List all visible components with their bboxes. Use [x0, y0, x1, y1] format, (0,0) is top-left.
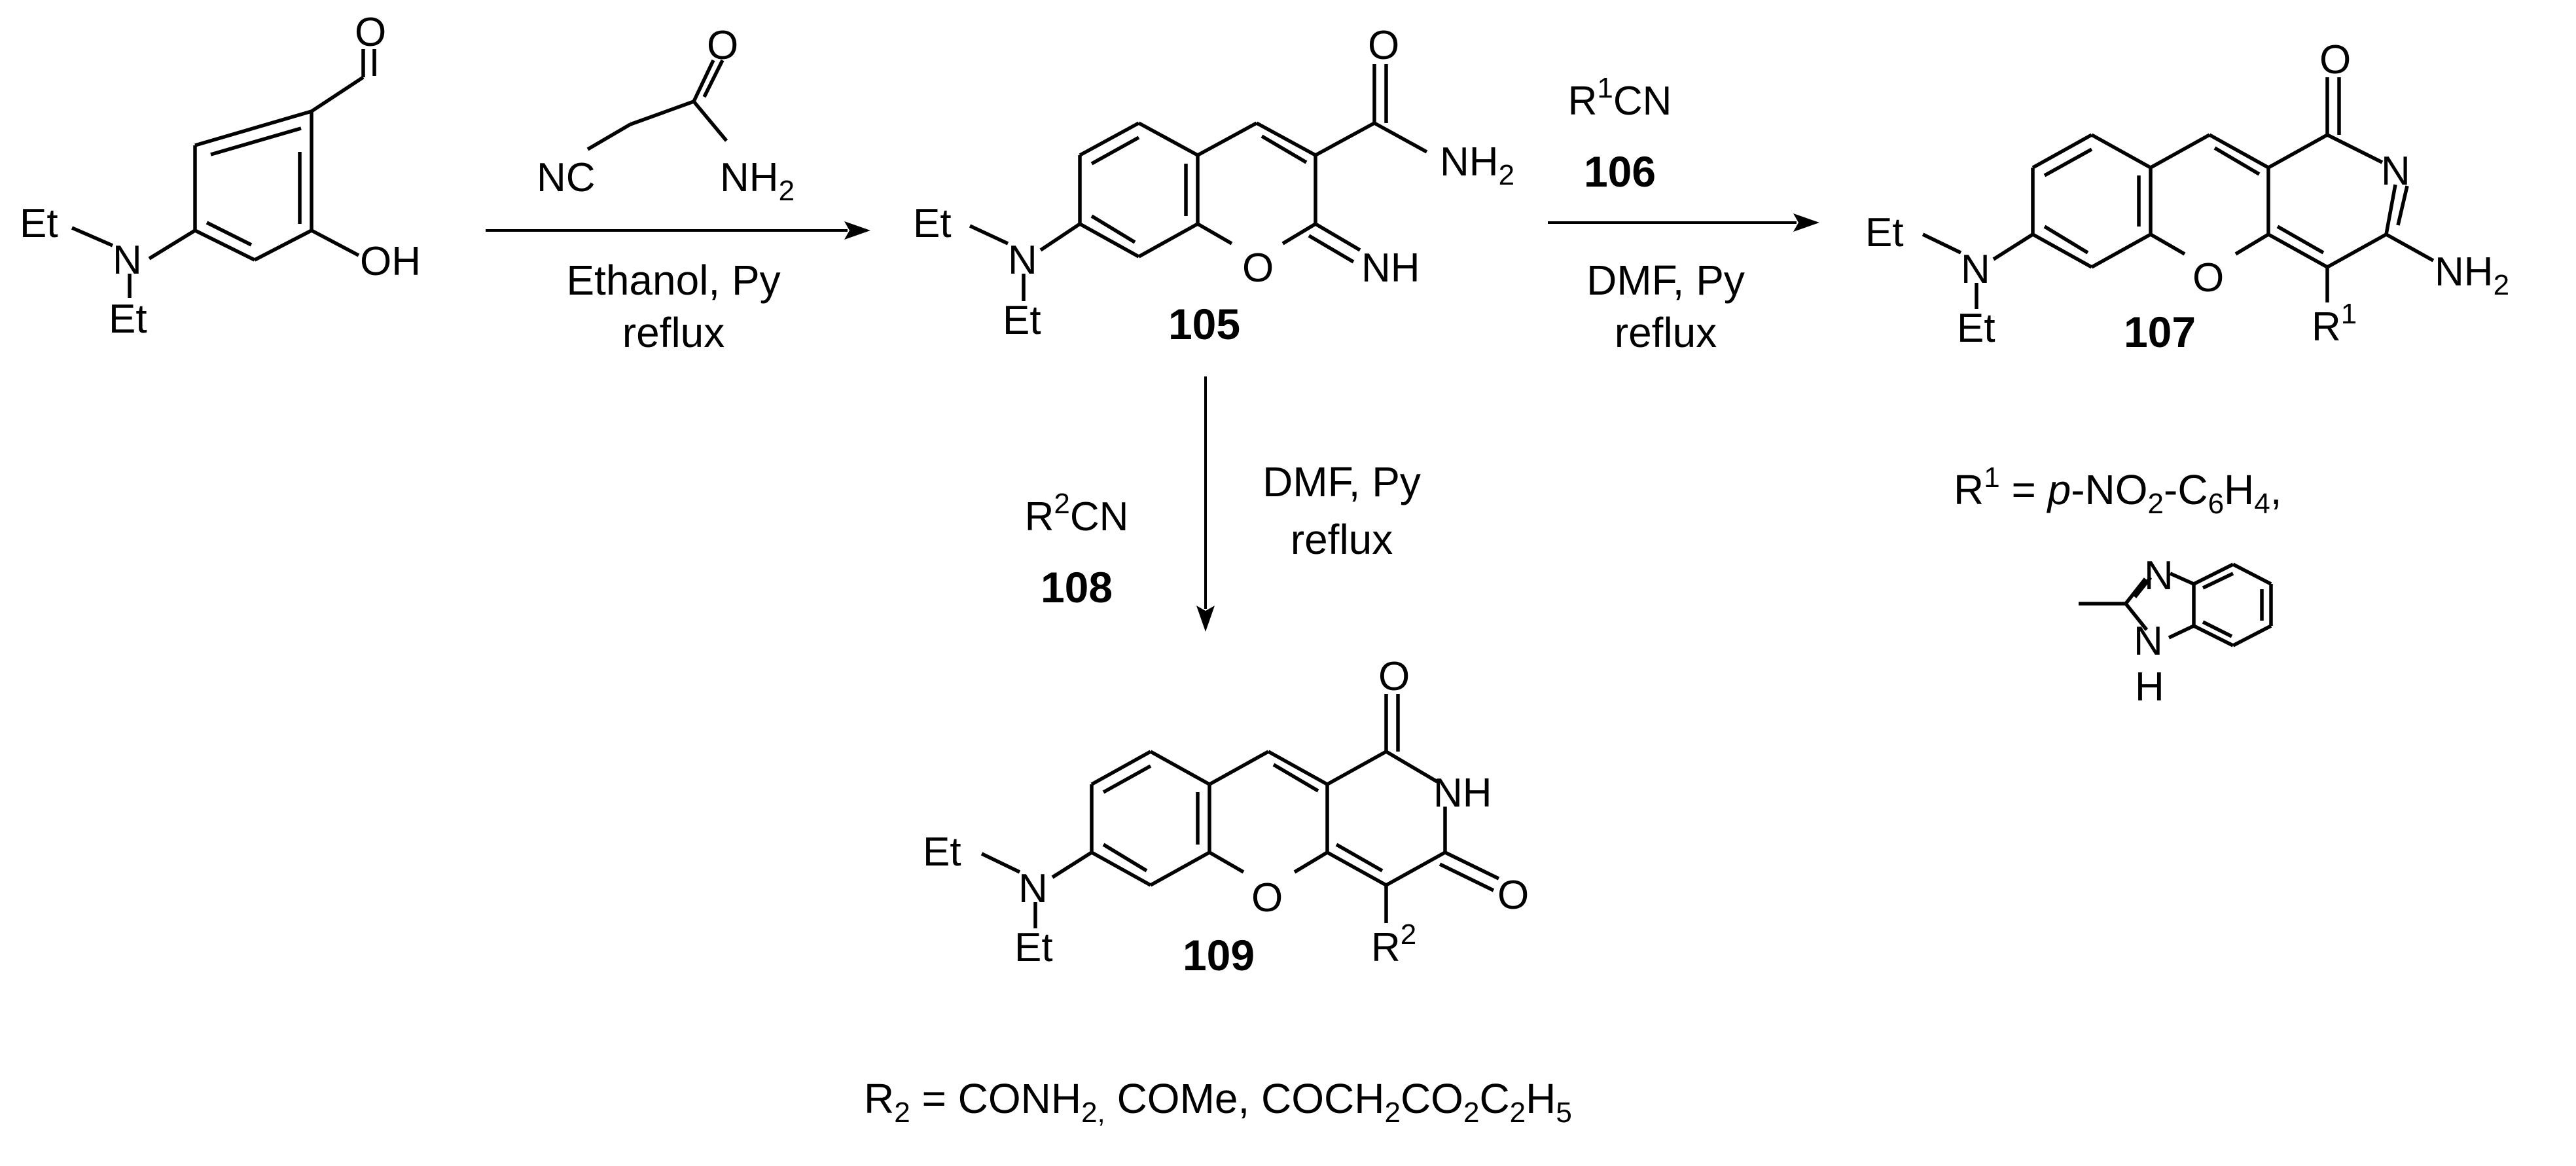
compound-109-r2: R2	[1371, 919, 1416, 970]
compound-109-carbonyl-o-top: O	[1378, 654, 1410, 699]
step2-arrow	[1548, 213, 1819, 232]
r1-nitrile-label: R1CN	[1568, 72, 1672, 124]
step1-arrow	[486, 221, 870, 240]
starting-material: O OH N Et Et	[20, 10, 421, 342]
compound-107-bonds	[1922, 77, 2435, 309]
start-ethyl-left: Et	[20, 201, 58, 246]
compound-105-number: 105	[1168, 300, 1240, 348]
compound-107-r1: R1	[2312, 298, 2357, 350]
step3-condition: reflux	[1291, 516, 1393, 563]
compound-105-ethyl-bottom: Et	[1003, 298, 1041, 343]
compound-105-amide-nh2: NH2	[1440, 139, 1514, 191]
r1-nitrile-number: 106	[1584, 147, 1656, 196]
compound-105-amine-n: N	[1008, 238, 1037, 283]
start-amine-n: N	[113, 238, 142, 283]
compound-109: O O NH O R2 N Et Et 109	[923, 654, 1529, 979]
benzimidazole-bonds	[2079, 562, 2273, 647]
compound-109-ethyl-left: Et	[923, 829, 961, 875]
step2-solvent: DMF, Py	[1586, 257, 1745, 304]
step2-condition: reflux	[1615, 309, 1717, 356]
r1-definition: R1 = p-NO2-C6H4,	[1954, 462, 2282, 520]
compound-109-number: 109	[1183, 931, 1255, 979]
compound-105-amide-o: O	[1368, 23, 1399, 68]
start-aldehyde-o: O	[355, 10, 386, 55]
compound-107: O O N NH2 R1 N Et Et 107	[1865, 37, 2509, 356]
r2-nitrile-label: R2CN	[1025, 488, 1129, 539]
step1-condition: reflux	[622, 309, 725, 356]
step3-arrow	[1196, 376, 1215, 632]
compound-109-ethyl-bottom: Et	[1014, 925, 1053, 970]
compound-109-carbonyl-o-right: O	[1497, 873, 1529, 918]
step3-solvent: DMF, Py	[1262, 458, 1421, 505]
start-ethyl-bottom: Et	[109, 297, 147, 342]
compound-109-amine-n: N	[1018, 866, 1048, 911]
benzimidazole-substituent: N N H	[2079, 553, 2273, 710]
cyanoacetamide-nc: NC	[537, 155, 596, 200]
compound-109-bonds	[980, 694, 1500, 928]
compound-109-ring-o: O	[1251, 875, 1283, 920]
compound-107-ring-n: N	[2381, 149, 2410, 194]
compound-105-bonds	[969, 64, 1428, 301]
compound-107-ethyl-bottom: Et	[1957, 306, 1995, 351]
compound-107-amine-n: N	[1961, 247, 1990, 292]
compound-107-carbonyl-o: O	[2319, 37, 2351, 82]
r2-nitrile-number: 108	[1041, 563, 1113, 611]
compound-109-imide-nh: NH	[1433, 771, 1492, 816]
benzimidazole-n: N	[2144, 553, 2174, 598]
compound-105-ethyl-left: Et	[913, 201, 952, 246]
start-hydroxyl-label: OH	[360, 239, 421, 284]
benzimidazole-nh: N	[2134, 619, 2163, 664]
compound-105-imino: NH	[1361, 246, 1420, 291]
step1-reagents: NC O NH2	[537, 23, 795, 207]
compound-105: O NH O NH2 N Et Et 105	[913, 23, 1514, 348]
cyanoacetamide-nh2: NH2	[720, 155, 795, 207]
benzimidazole-h: H	[2135, 665, 2164, 710]
cyanoacetamide-o: O	[707, 23, 738, 68]
compound-107-ethyl-left: Et	[1865, 210, 1904, 255]
compound-107-amino: NH2	[2435, 249, 2509, 301]
r2-definition: R2 = CONH2, COMe, COCH2CO2C2H5	[864, 1075, 1572, 1129]
compound-107-number: 107	[2124, 308, 2196, 356]
compound-107-ring-o: O	[2192, 255, 2224, 301]
compound-105-ring-o: O	[1242, 246, 1274, 291]
step1-solvent: Ethanol, Py	[566, 257, 780, 304]
start-bonds	[71, 49, 376, 298]
